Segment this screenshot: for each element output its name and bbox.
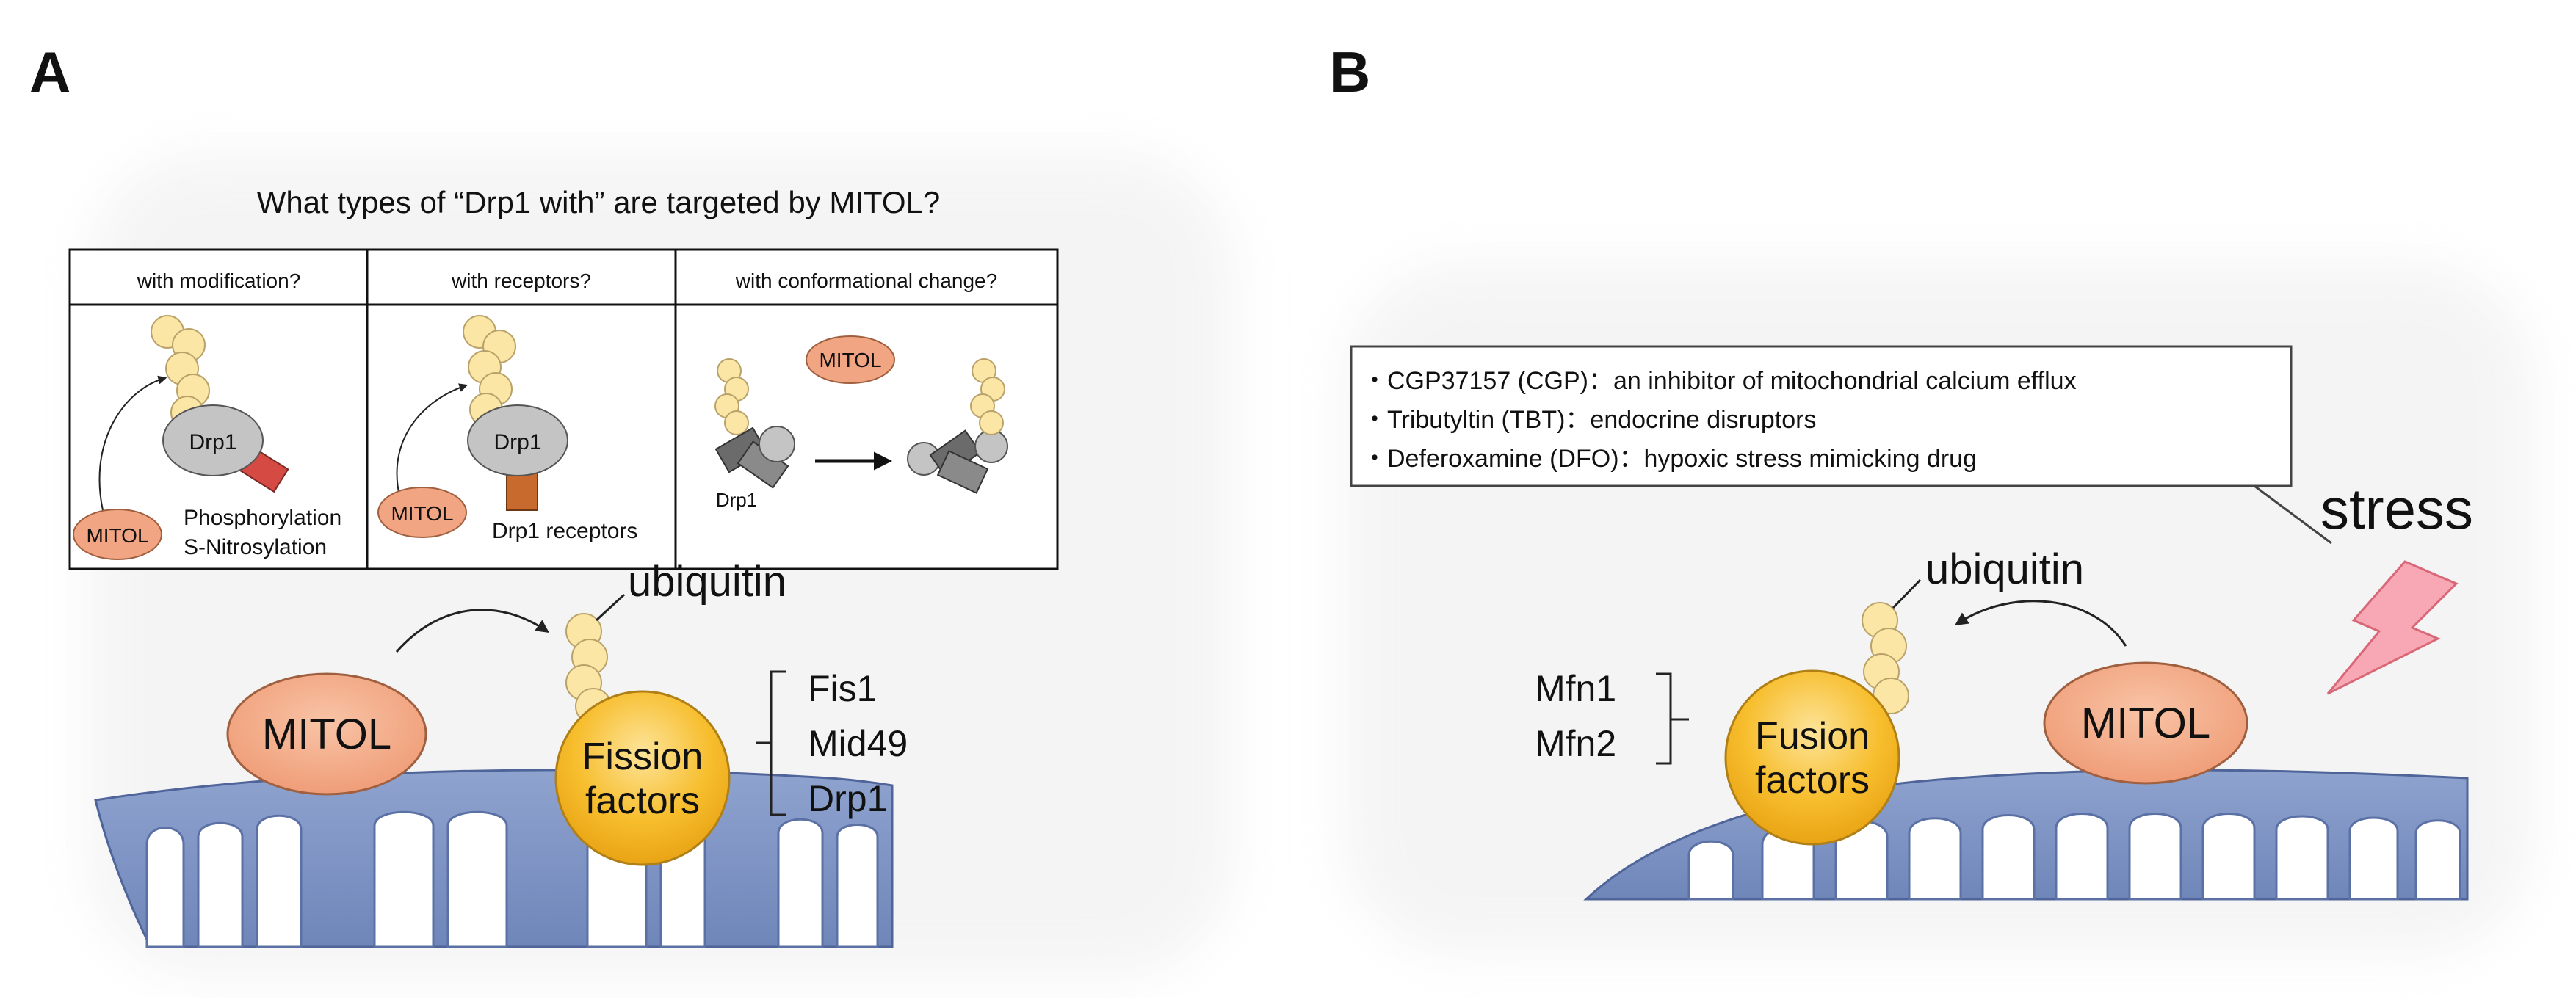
fusion-label-line1: Fusion <box>1755 715 1870 758</box>
mitol-label: MITOL <box>391 502 453 525</box>
ubiquitination-arrow <box>1955 600 2127 647</box>
ubiquitination-arrow <box>396 383 468 500</box>
mitol-label: MITOL <box>262 711 391 758</box>
mitol-small <box>73 509 162 560</box>
mitol-small <box>377 487 467 538</box>
s-nitrosylation-label: S-Nitrosylation <box>184 535 327 559</box>
ubiquitin-label: ubiquitin <box>1925 545 2084 593</box>
drp1-open-conformation <box>907 429 1008 494</box>
mitol-label: MITOL <box>819 349 881 371</box>
stress-label: stress <box>2320 476 2473 541</box>
ubiquitin-pointer <box>595 593 626 622</box>
stress-compound-cgp: ・CGP37157 (CGP)：an inhibitor of mitochon… <box>1362 367 2077 395</box>
col-header-receptors: with receptors? <box>451 269 591 292</box>
cell-receptors: Drp1 MITOL Drp1 receptors <box>377 315 637 543</box>
stress-compounds-box: ・CGP37157 (CGP)：an inhibitor of mitochon… <box>1350 345 2293 487</box>
drp1-label: Drp1 <box>189 430 236 454</box>
ubiquitin-label: ubiquitin <box>628 558 786 606</box>
cell-conformational: MITOL Drp1 <box>714 335 1008 511</box>
fission-bracket <box>756 670 786 816</box>
ubiquitination-arrow <box>395 609 549 653</box>
fusion-factors <box>1724 669 1900 846</box>
ubiquitin-pointer <box>1892 578 1922 609</box>
fusion-factor-item: Mfn2 <box>1535 723 1616 764</box>
ubiquitin-chain <box>970 358 1005 435</box>
panel-b-label: B <box>1329 40 1370 104</box>
drp1-closed-conformation <box>714 426 795 489</box>
ubiquitin-chain <box>151 315 210 429</box>
drp1-blob <box>162 404 264 476</box>
cell-modification: Drp1 MITOL Phosphorylation S-Nitrosylati… <box>73 315 341 560</box>
drp1-receptors-label: Drp1 receptors <box>492 519 637 543</box>
col-header-conformational: with conformational change? <box>735 269 997 292</box>
fission-label-line2: factors <box>585 780 700 822</box>
fission-factors <box>554 690 731 866</box>
fission-factor-item: Fis1 <box>808 668 877 709</box>
fission-label-line1: Fission <box>582 736 703 778</box>
fusion-bracket <box>1656 672 1689 765</box>
ubiquitination-arrow <box>98 375 167 511</box>
stress-compound-dfo: ・Deferoxamine (DFO)：hypoxic stress mimic… <box>1362 445 1977 473</box>
mitol-label: MITOL <box>86 524 148 547</box>
fission-factor-item: Mid49 <box>808 723 908 764</box>
col-header-modification: with modification? <box>137 269 301 292</box>
fission-factor-item: Drp1 <box>808 778 887 819</box>
panel-a-label: A <box>29 40 70 104</box>
ubiquitin-chain <box>714 358 749 435</box>
mitol-small <box>806 335 895 384</box>
lightning-bolt-icon <box>2326 560 2459 695</box>
box-pointer <box>2254 484 2332 545</box>
phosphorylation-label: Phosphorylation <box>184 506 341 530</box>
drp1-label: Drp1 <box>493 430 541 454</box>
mitol-protein <box>226 672 427 796</box>
fusion-factor-item: Mfn1 <box>1535 668 1616 709</box>
fusion-label-line2: factors <box>1755 759 1870 802</box>
mitol-label: MITOL <box>2081 700 2210 747</box>
stress-compound-tbt: ・Tributyltin (TBT)：endocrine disruptors <box>1362 406 1816 434</box>
panel-a-question: What types of “Drp1 with” are targeted b… <box>257 185 941 219</box>
drp1-label: Drp1 <box>716 489 757 511</box>
drp1-blob <box>467 404 568 476</box>
ubiquitin-chain <box>1862 602 1909 714</box>
mitochondrion-a <box>94 769 894 948</box>
mitol-protein <box>2043 661 2248 785</box>
